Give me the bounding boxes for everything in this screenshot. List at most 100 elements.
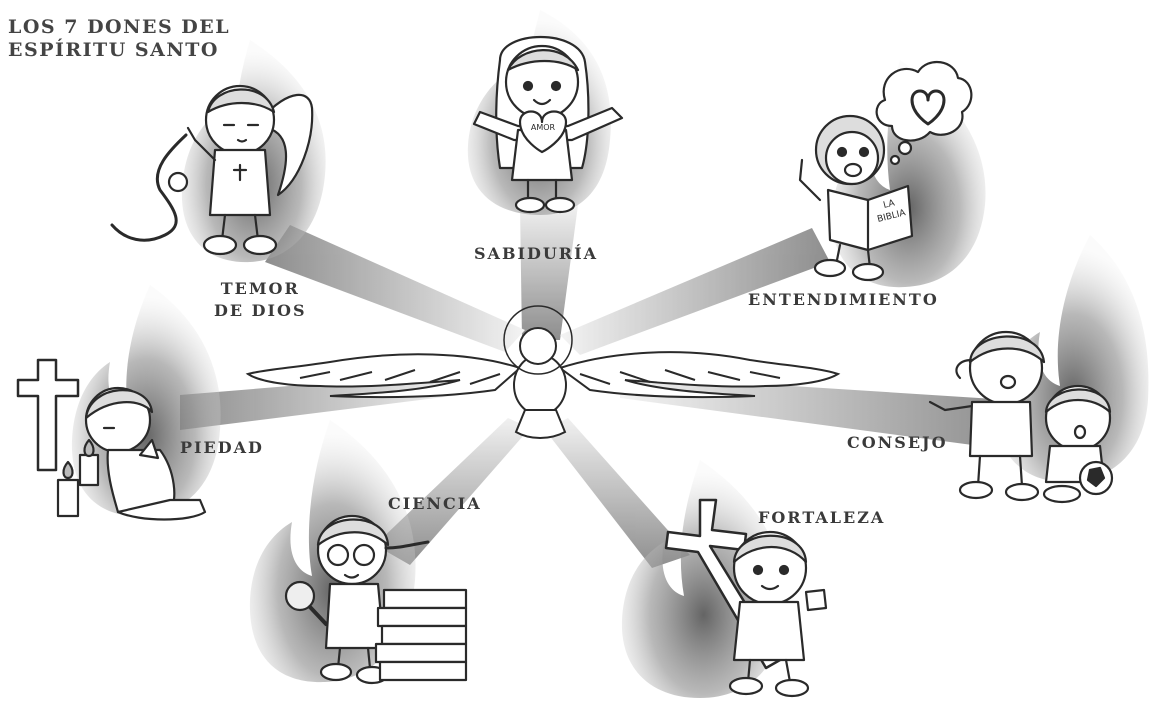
sabiduria-smile	[532, 98, 552, 106]
books-icon	[374, 588, 468, 682]
piedad-knees	[116, 498, 207, 521]
fortaleza-eye-right	[778, 564, 790, 576]
entendimiento-shoe-left	[813, 258, 847, 278]
temor-body	[208, 148, 272, 217]
label-sabiduria: SABIDURÍA	[474, 244, 598, 263]
temor-arm	[186, 126, 217, 162]
consejo-girl-body	[968, 400, 1034, 458]
sabiduria-legs	[526, 178, 558, 202]
label-piedad: PIEDAD	[180, 438, 264, 457]
dove-halo	[503, 305, 573, 375]
entendimiento-thought-bubble	[875, 60, 973, 142]
dove-left-wing-feathers	[299, 369, 501, 385]
entendimiento-bubble-dot-1	[897, 140, 913, 156]
ray-entendimiento	[560, 228, 830, 355]
candle-tall	[78, 453, 100, 487]
entendimiento-shoe-right	[851, 262, 885, 282]
piedad-hands	[138, 438, 160, 460]
figure-consejo	[928, 330, 1114, 504]
consejo-boy-mouth	[1073, 424, 1087, 440]
cross-icon	[16, 358, 80, 472]
entendimiento-finger	[798, 158, 822, 202]
dove-left-wing	[245, 353, 522, 399]
label-entendimiento: ENTENDIMIENTO	[748, 290, 939, 309]
page-title-line1: LOS 7 DONES DEL	[8, 16, 231, 38]
ray-temor-de-dios	[265, 225, 525, 352]
sabiduria-eye-left	[522, 80, 534, 92]
page-title-line2: ESPÍRITU SANTO	[8, 39, 219, 61]
candle-tall-flame	[83, 438, 95, 458]
ray-consejo	[620, 375, 1010, 450]
consejo-girl-shoe-left	[958, 480, 994, 500]
consejo-girl-shoe-right	[1004, 482, 1040, 502]
consejo-boy-hair	[1044, 388, 1112, 414]
dove-right-wing	[557, 351, 841, 399]
temor-shoe-right	[242, 234, 278, 256]
label-temor-de-dios-line2: DE DIOS	[214, 301, 307, 320]
figure-temor-de-dios	[110, 84, 314, 256]
fortaleza-fist	[804, 588, 828, 612]
label-temor-de-dios-line1: TEMOR	[220, 279, 300, 298]
figure-fortaleza	[664, 498, 828, 698]
label-ciencia: CIENCIA	[388, 494, 482, 513]
dove-right-wing-feathers	[579, 369, 781, 385]
fortaleza-hair	[732, 534, 808, 564]
figure-piedad	[16, 358, 207, 521]
dove-icon	[245, 305, 841, 439]
fortaleza-eye-left	[752, 564, 764, 576]
consejo-girl-pigtail	[955, 358, 974, 380]
fortaleza-shoe-right	[774, 678, 810, 698]
temor-cross-on-shirt	[232, 163, 248, 182]
sabiduria-heart-text: AMOR	[531, 123, 556, 132]
glasses-right-icon	[352, 543, 376, 567]
candle-short-flame	[62, 460, 74, 480]
ciencia-hair	[316, 518, 390, 547]
figure-sabiduria: AMOR	[472, 36, 624, 214]
figure-ciencia	[284, 514, 468, 685]
fortaleza-shoe-left	[728, 676, 764, 696]
piedad-hair	[84, 389, 154, 420]
snake-icon	[110, 133, 188, 242]
temor-mouth	[236, 138, 248, 143]
sabiduria-bangs	[506, 49, 580, 72]
sabiduria-heart-sign	[518, 110, 568, 154]
entendimiento-bubble-dot-2	[889, 154, 901, 166]
page-title: LOS 7 DONES DEL ESPÍRITU SANTO	[8, 16, 230, 62]
ray-fortaleza	[545, 418, 690, 568]
ray-sabiduria	[520, 205, 578, 340]
heart-icon	[910, 89, 946, 126]
ciencia-smile	[343, 573, 360, 579]
entendimiento-face	[824, 130, 880, 186]
label-fortaleza: FORTALEZA	[758, 508, 886, 527]
temor-shoe-left	[202, 234, 238, 256]
sabiduria-eye-right	[550, 80, 562, 92]
consejo-girl-arm	[928, 400, 974, 412]
dove-head	[519, 327, 557, 365]
label-temor-de-dios: TEMOR DE DIOS	[214, 278, 307, 322]
ciencia-body	[324, 582, 386, 650]
temor-hair	[206, 88, 276, 114]
entendimiento-bible-line1: LA	[882, 198, 896, 211]
ray-ciencia	[375, 418, 530, 565]
entendimiento-eye-right	[858, 146, 870, 158]
fortaleza-body	[732, 600, 806, 662]
fortaleza-smile	[760, 584, 780, 591]
sabiduria-shoe-right	[544, 196, 576, 214]
ray-piedad	[180, 372, 460, 430]
figure-entendimiento: LA BIBLIA	[798, 60, 973, 282]
consejo-boy-shoe	[1042, 484, 1082, 504]
sabiduria-shoe-left	[514, 196, 546, 214]
magnifier-icon	[284, 580, 316, 612]
entendimiento-eye-left	[836, 146, 848, 158]
dove-tail	[514, 409, 567, 439]
apple-icon	[167, 171, 189, 193]
consejo-girl-hair	[968, 335, 1046, 364]
consejo-girl-mouth	[999, 374, 1017, 390]
label-consejo: CONSEJO	[847, 433, 948, 452]
candle-short	[56, 478, 80, 518]
soccer-ball-pattern	[1086, 466, 1106, 488]
ciencia-shoe-left	[319, 662, 353, 682]
magnifier-handle	[308, 605, 328, 626]
